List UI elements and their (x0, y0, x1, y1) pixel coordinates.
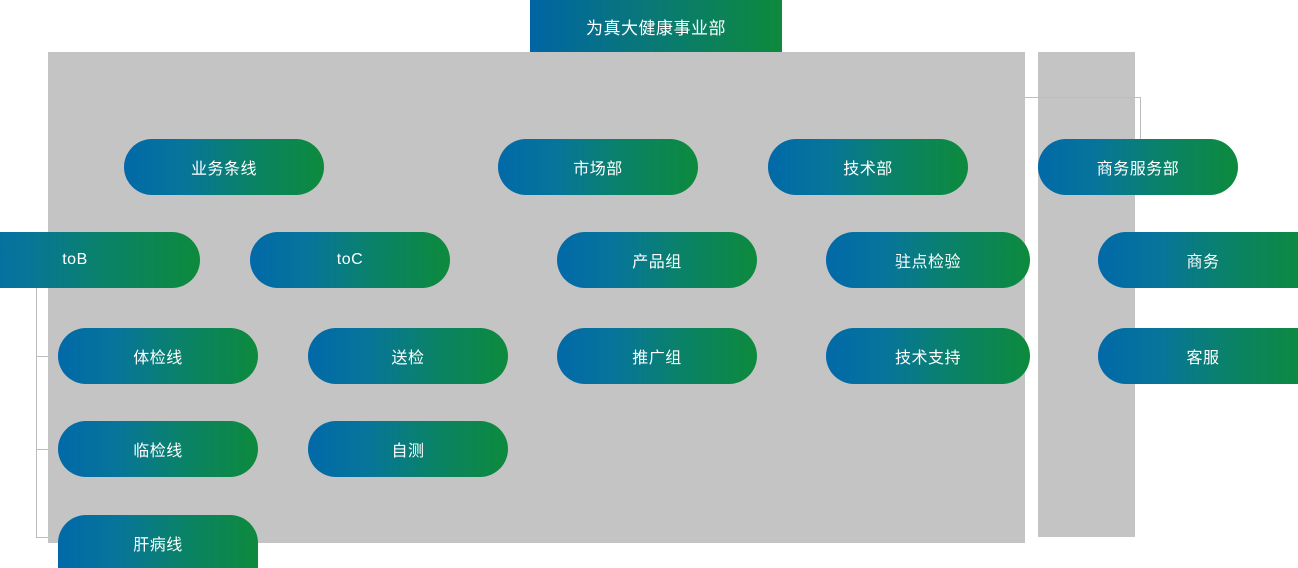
department-title-bar: 为真大健康事业部 (530, 0, 782, 52)
node-customer-service-label: 客服 (1186, 350, 1220, 367)
node-business-service-dept[interactable]: 商务服务部 (1038, 139, 1238, 195)
node-product-group[interactable]: 产品组 (557, 232, 757, 288)
node-marketing-dept[interactable]: 市场部 (498, 139, 698, 195)
node-technical-support-label: 技术支持 (894, 350, 961, 367)
node-product-group-label: 产品组 (632, 254, 682, 271)
connector-right-branch-v (1140, 97, 1141, 147)
department-title-label: 为真大健康事业部 (586, 18, 726, 38)
node-technology-dept[interactable]: 技术部 (768, 139, 968, 195)
node-self-test[interactable]: 自测 (308, 421, 508, 477)
node-clinical-test-line[interactable]: 临检线 (58, 421, 258, 477)
node-business-lines-label: 业务条线 (190, 161, 257, 178)
node-tob-label: toB (62, 251, 88, 268)
node-business-lines[interactable]: 业务条线 (124, 139, 324, 195)
node-clinical-test-line-label: 临检线 (133, 443, 183, 460)
node-liver-disease-line[interactable]: 肝病线 (58, 515, 258, 568)
node-marketing-dept-label: 市场部 (573, 161, 623, 178)
business-service-panel (1038, 52, 1135, 537)
node-onsite-inspection-label: 驻点检验 (894, 254, 961, 271)
node-health-check-line[interactable]: 体检线 (58, 328, 258, 384)
node-business-label: 商务 (1186, 254, 1220, 271)
node-business-service-dept-label: 商务服务部 (1096, 161, 1180, 178)
node-technical-support[interactable]: 技术支持 (826, 328, 1030, 384)
connector-left-branch-4 (36, 537, 48, 538)
node-onsite-inspection[interactable]: 驻点检验 (826, 232, 1030, 288)
connector-left-spine (36, 287, 37, 537)
node-technology-dept-label: 技术部 (843, 161, 893, 178)
node-toc-label: toC (336, 251, 364, 268)
connector-left-branch-2 (36, 356, 48, 357)
node-promotion-group[interactable]: 推广组 (557, 328, 757, 384)
node-promotion-group-label: 推广组 (632, 350, 682, 367)
connector-left-branch-3 (36, 449, 48, 450)
node-health-check-line-label: 体检线 (133, 350, 183, 367)
node-liver-disease-line-label: 肝病线 (133, 537, 183, 554)
node-customer-service[interactable]: 客服 (1098, 328, 1298, 384)
node-tob[interactable]: toB (0, 232, 200, 288)
node-sample-submission-label: 送检 (391, 350, 425, 367)
node-toc[interactable]: toC (250, 232, 450, 288)
connector-right-branch-h (1025, 97, 1141, 98)
node-business[interactable]: 商务 (1098, 232, 1298, 288)
node-sample-submission[interactable]: 送检 (308, 328, 508, 384)
node-self-test-label: 自测 (391, 443, 425, 460)
